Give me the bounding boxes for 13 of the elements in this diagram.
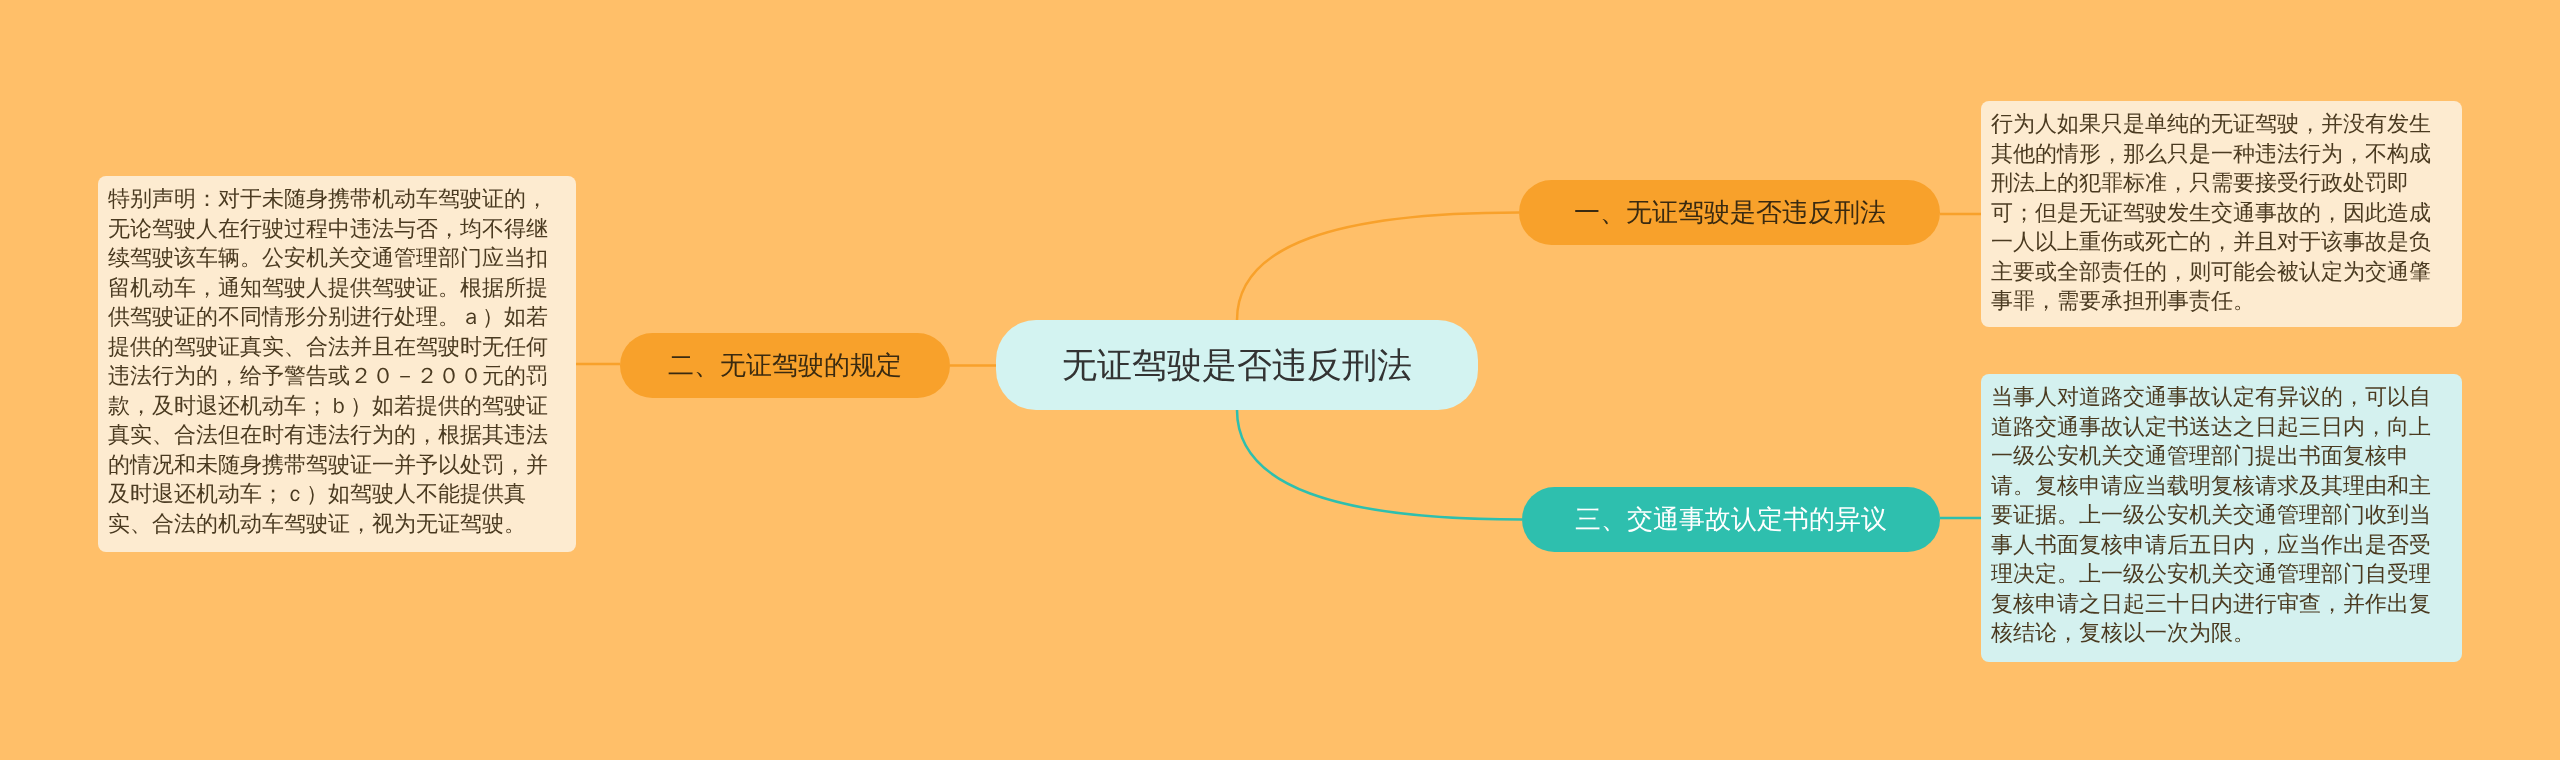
branch-box: 二、无证驾驶的规定 [620, 333, 950, 398]
connector-line [1235, 211, 1519, 321]
note-box: 特别声明：对于未随身携带机动车驾驶证的，无论驾驶人在行驶过程中违法与否，均不得继续驾驶该车辆。公安机关交通管理部门应当扣留机动车，通知驾驶人提供驾驶证。根据所提供驾驶证的不同情形分别进行处理。ａ）如若提供的驾驶证真实、合法并且在驾驶时无任何违法行为的，给予警告或２０－２００元的罚款，及时退还机动车；ｂ）如若提供的驾驶证真实、合法但在时有违法行为的，根据其违法的情况和未随身携带驾驶证一并予以处罚，并及时退还机动车；ｃ）如驾驶人不能提供真实、合法的机动车驾驶证，视为无证驾驶。 [98, 176, 576, 552]
note-box: 当事人对道路交通事故认定有异议的，可以自道路交通事故认定书送达之日起三日内，向上一级公安机关交通管理部门提出书面复核申请。复核申请应当载明复核请求及其理由和主要证据。上一级公安机关交通管理部门收到当事人书面复核申请后五日内，应当作出是否受理决定。上一级公安机关交通管理部门自受理复核申请之日起三十日内进行审查，并作出复核结论，复核以一次为限。 [1981, 374, 2462, 662]
connector-line [1235, 409, 1522, 521]
topic-box: 无证驾驶是否违反刑法 [996, 320, 1478, 410]
connector-line [576, 362, 620, 366]
connector-line [1940, 516, 1981, 520]
note-box: 行为人如果只是单纯的无证驾驶，并没有发生其他的情形，那么只是一种违法行为，不构成刑法上的犯罪标准，只需要接受行政处罚即可；但是无证驾驶发生交通事故的，因此造成一人以上重伤或死亡的，并且对于该事故是负主要或全部责任的，则可能会被认定为交通肇事罪，需要承担刑事责任。 [1981, 101, 2462, 327]
branch-box: 一、无证驾驶是否违反刑法 [1519, 180, 1940, 245]
connector-line [950, 364, 996, 367]
connector-line [1940, 212, 1981, 216]
branch-box: 三、交通事故认定书的异议 [1522, 487, 1940, 552]
